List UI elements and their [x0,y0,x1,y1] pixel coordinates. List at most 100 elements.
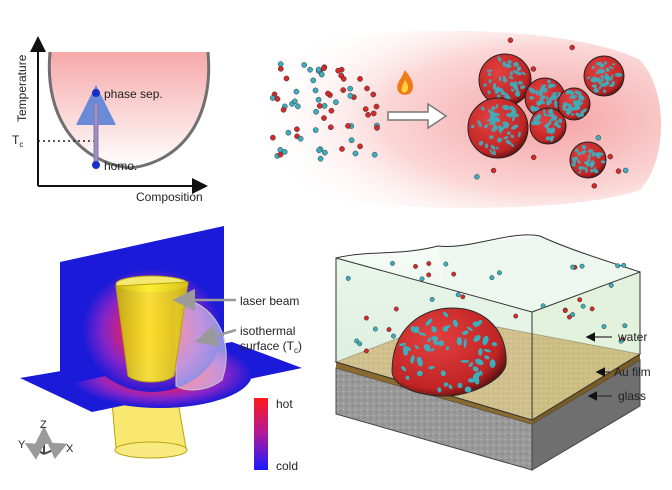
y-axis-label: Temperature [15,54,29,122]
cyan-domain [571,162,576,167]
particle [310,77,317,84]
particle [321,103,328,109]
cyan-domain [477,120,482,128]
cyan-domain [498,76,502,82]
label-isothermal-surface: surface (Tc) [240,339,302,355]
cyan-domain [497,56,502,62]
particle [357,76,363,82]
particle [312,127,319,133]
particle [354,338,360,344]
cyan-domain [483,349,492,353]
particle [589,306,595,312]
cyan-domain [468,362,474,368]
cyan-domain [405,375,410,380]
axis-z-label: Z [40,419,47,431]
particle [570,264,576,270]
cyan-domain [489,359,496,368]
cyan-domain [578,165,583,171]
water-volume [336,246,450,362]
mixed-particles [269,61,380,162]
cyan-domain [493,117,501,123]
particle [333,99,339,106]
particle [372,326,378,332]
phase-separated-droplets [467,53,625,179]
axis-x-label: X [66,443,74,455]
particle [419,276,425,282]
particle [615,168,622,174]
tc-label: Tc [12,133,23,149]
cyan-domain [543,109,546,115]
cyan-domain [569,94,577,99]
cyan-domain [516,66,522,71]
particle [291,98,298,105]
particle [622,167,629,174]
particle [474,174,480,180]
cyan-domain [515,113,519,118]
particle [513,313,519,319]
particle [315,96,322,103]
particle [374,125,380,131]
cyan-domain [572,100,580,106]
cyan-domain [410,355,415,364]
cyan-domain [493,150,496,156]
cyan-domain [546,99,550,106]
cyan-domain [562,107,567,111]
axis-y-label: Y [18,439,26,451]
cyan-domain [577,159,581,164]
cyan-domain [510,134,514,139]
cyan-domain [489,121,494,126]
cyan-domain [514,91,521,97]
cyan-domain [537,89,545,95]
cyan-domain [546,114,552,117]
cyan-domain [496,94,501,98]
cyan-domain [540,84,546,91]
particle [348,137,355,144]
particle [277,151,284,158]
cyan-domain [610,80,615,87]
coexistence-curve [47,51,211,170]
cyan-domain [591,65,595,70]
cyan-domain [550,135,555,140]
cyan-domain [581,144,587,150]
isothermal-pointer [194,324,237,347]
particle [496,270,502,276]
temperature-colorbar [254,398,268,470]
cyan-domain [539,95,545,101]
cyan-domain [515,85,519,93]
cyan-domain [529,96,534,100]
particle [608,282,614,288]
cyan-domain [510,143,514,147]
cyan-domain [452,319,458,328]
dissolved-particles [345,261,628,354]
particle [591,183,598,189]
particle [318,71,325,78]
particle [270,134,276,141]
cyan-domain [533,106,540,112]
particle [340,76,347,82]
label-isothermal: isothermal [240,324,295,338]
particle [280,106,287,113]
particle [373,103,380,110]
cyan-domain [604,75,612,81]
particle [321,115,327,121]
cyan-domain [517,131,521,138]
cyan-domain [587,149,594,154]
cyan-domain [427,337,432,343]
cyan-domain [492,82,497,90]
cyan-domain [551,91,557,99]
cyan-domain [507,60,512,64]
cyan-domain [577,151,581,156]
cyan-domain [428,365,435,370]
cyan-domain [552,95,557,101]
cyan-domain [460,360,470,363]
cyan-domain [590,163,594,169]
cyan-domain [510,88,515,92]
cyan-domain [491,342,498,347]
particle [364,85,370,92]
cyan-domain [473,335,481,342]
particle [562,308,568,314]
particle [325,90,331,97]
label-homo: homo. [104,159,137,173]
particle [294,126,300,133]
laser-beam [115,281,189,383]
